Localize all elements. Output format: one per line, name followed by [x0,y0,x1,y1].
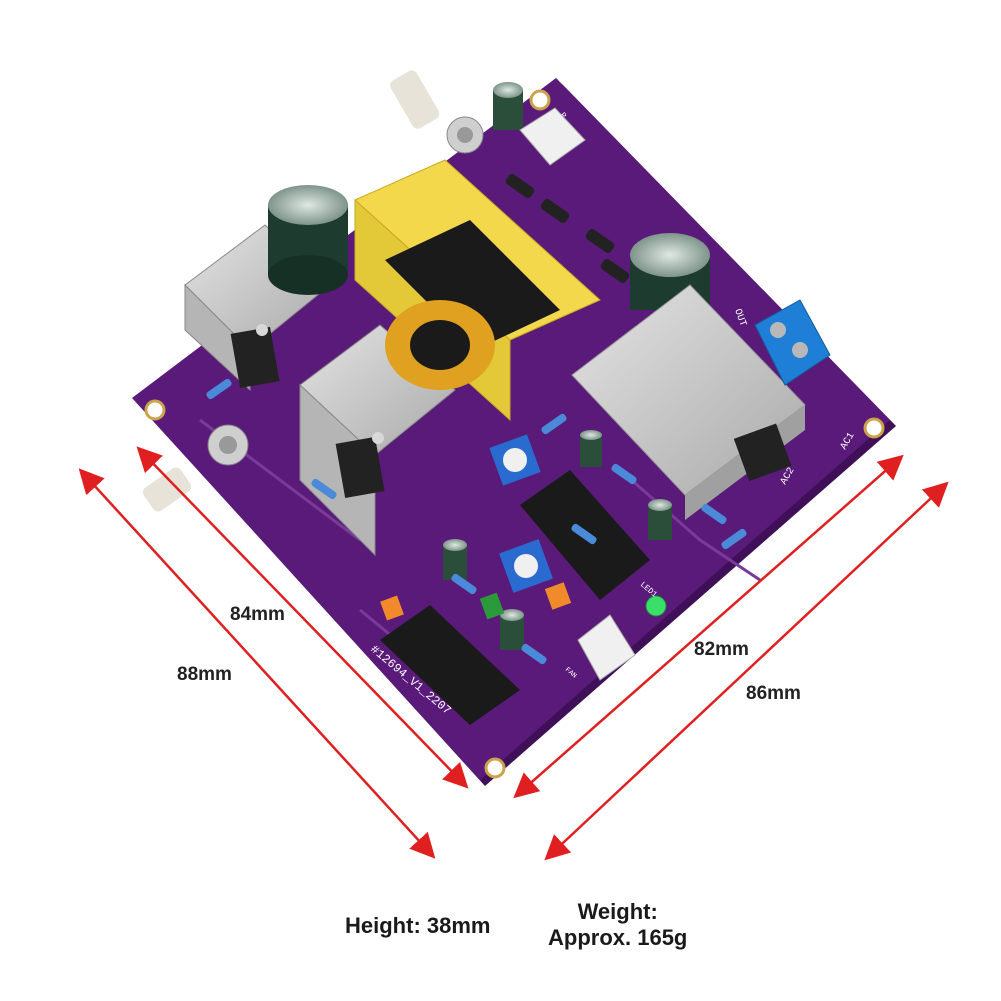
transformer [354,159,601,422]
weight-spec-line2: Approx. 165g [548,925,688,950]
height-spec: Height: 38mm [345,913,491,938]
diodes [505,174,630,283]
dimension-label-inner-left: 84mm [230,604,285,625]
terminal-block [754,299,831,386]
capacitor-small-4 [580,430,602,467]
green-capacitor [479,592,505,620]
led-green [645,595,667,617]
capacitor-small-1 [443,539,467,580]
dimension-label-outer-right: 86mm [746,683,801,704]
label-p: P [558,111,568,121]
arrow-outer-right [544,481,949,861]
dimension-arrows [78,446,949,861]
weight-spec-line1: Weight: [577,899,658,924]
arrow-outer-left [78,468,436,859]
capacitor-small-top [493,82,523,130]
capacitor-small-3 [648,499,672,540]
capacitor-large-left [268,185,348,295]
connector-top [519,107,586,166]
weight-spec: Weight: Approx. 165g [548,899,687,951]
bolt-post-top [390,70,484,154]
dimension-label-outer-left: 88mm [177,664,232,685]
dimension-label-inner-right: 82mm [694,639,749,660]
capacitor-small-2 [500,609,524,650]
